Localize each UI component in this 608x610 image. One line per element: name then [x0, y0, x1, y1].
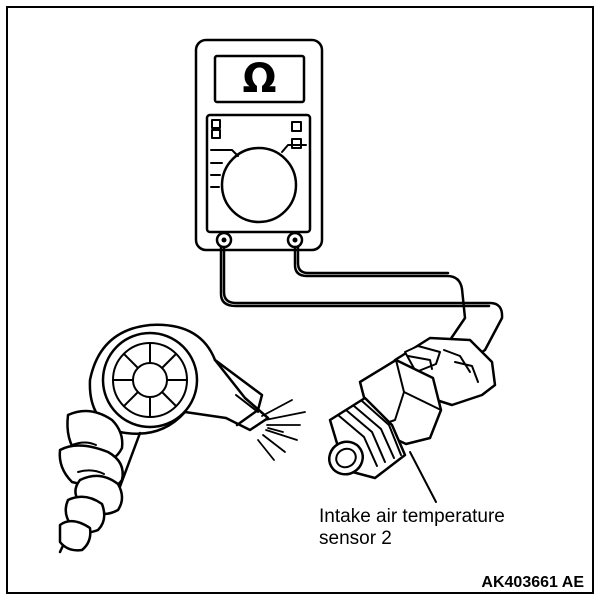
- figure-code: AK403661 AE: [481, 574, 584, 591]
- hair-dryer: [58, 323, 306, 554]
- sensor-callout-line2: sensor 2: [319, 528, 392, 549]
- callout-leader-line: [409, 451, 437, 503]
- ohm-symbol: Ω: [242, 56, 276, 102]
- switch-icon: [291, 121, 302, 132]
- hand: [58, 409, 124, 552]
- switch-icon: [211, 129, 221, 139]
- sensor-callout-line1: Intake air temperature: [319, 506, 505, 527]
- switch-icon: [291, 138, 302, 149]
- air-stream: [257, 399, 306, 461]
- rotary-dial: [220, 146, 298, 224]
- intake-air-temperature-sensor: [327, 336, 497, 503]
- probe-leads: [219, 245, 504, 362]
- multimeter-display: [213, 54, 306, 104]
- multimeter: Ω: [194, 38, 324, 252]
- switch-icon: [211, 119, 221, 129]
